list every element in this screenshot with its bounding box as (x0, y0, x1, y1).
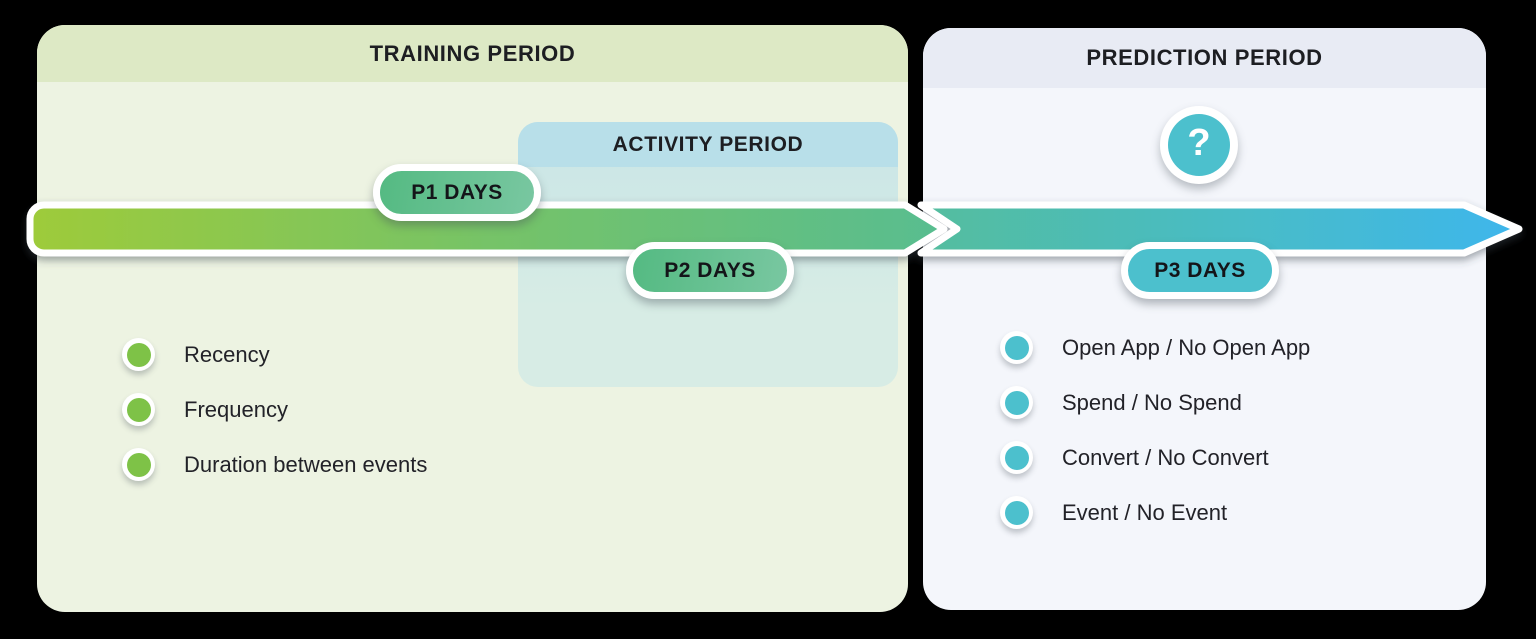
list-item: Duration between events (122, 448, 427, 481)
outcome-label: Spend / No Spend (1062, 389, 1242, 415)
p2-days-pill: P2 DAYS (626, 242, 794, 299)
green-bullet-icon (122, 338, 155, 371)
p3-days-label: P3 DAYS (1154, 258, 1246, 282)
outcome-label: Event / No Event (1062, 499, 1228, 525)
green-bullet-icon (122, 448, 155, 481)
p3-days-pill: P3 DAYS (1121, 242, 1279, 299)
outcome-label: Convert / No Convert (1062, 444, 1269, 470)
activity-period-title: ACTIVITY PERIOD (518, 122, 898, 167)
teal-bullet-icon (1000, 496, 1033, 529)
prediction-period-title: PREDICTION PERIOD (923, 28, 1486, 88)
list-item: Convert / No Convert (1000, 441, 1310, 474)
p1-days-label: P1 DAYS (411, 180, 503, 204)
list-item: Open App / No Open App (1000, 331, 1310, 364)
teal-bullet-icon (1000, 386, 1033, 419)
list-item: Spend / No Spend (1000, 386, 1310, 419)
training-features-list: Recency Frequency Duration between event… (122, 338, 427, 481)
training-period-title: TRAINING PERIOD (37, 25, 908, 82)
teal-bullet-icon (1000, 331, 1033, 364)
p2-days-label: P2 DAYS (664, 258, 756, 282)
question-mark-glyph: ? (1168, 114, 1230, 176)
list-item: Recency (122, 338, 427, 371)
feature-label: Duration between events (184, 451, 428, 477)
list-item: Event / No Event (1000, 496, 1310, 529)
p1-days-pill: P1 DAYS (373, 164, 541, 221)
feature-label: Frequency (184, 396, 288, 422)
green-bullet-icon (122, 393, 155, 426)
prediction-outcomes-list: Open App / No Open App Spend / No Spend … (1000, 331, 1310, 529)
outcome-label: Open App / No Open App (1062, 334, 1311, 360)
question-mark-icon: ? (1160, 106, 1238, 184)
teal-bullet-icon (1000, 441, 1033, 474)
feature-label: Recency (184, 341, 270, 367)
list-item: Frequency (122, 393, 427, 426)
